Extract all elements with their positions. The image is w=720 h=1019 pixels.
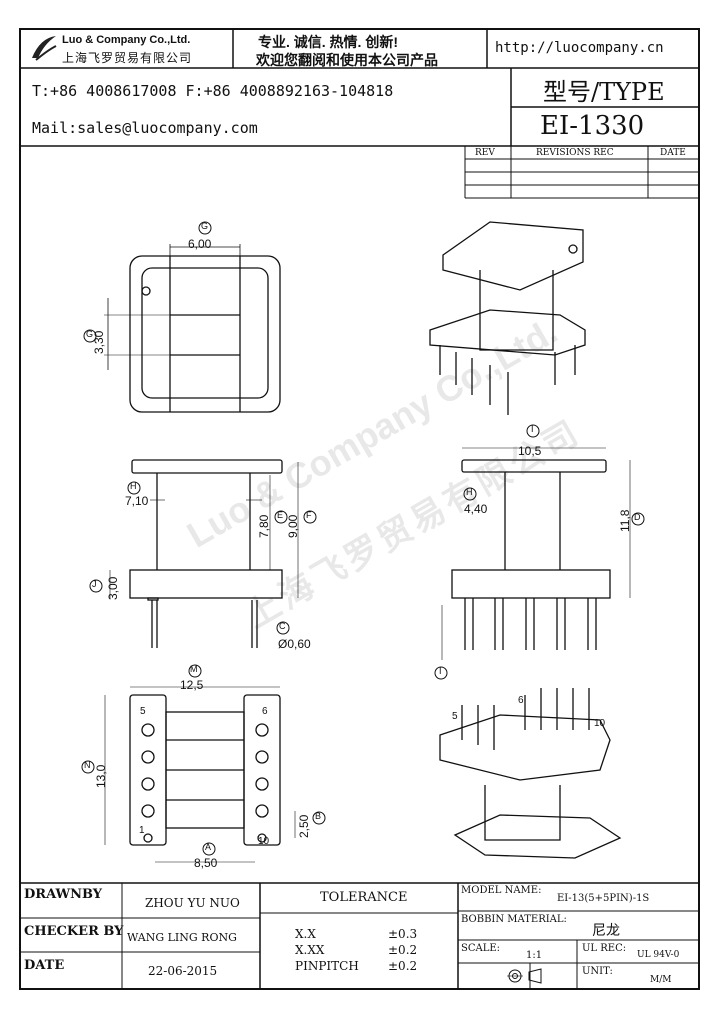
label-circle-d (631, 512, 645, 526)
dim-side-h1: 7,80 (257, 514, 271, 538)
label-n: N (84, 760, 91, 770)
tol-xx-value: ±0.3 (388, 927, 418, 941)
phone-fax: T:+86 4008617008 F:+86 4008892163-104818 (32, 82, 394, 100)
dim-top-height: 3,30 (92, 330, 106, 354)
iso-pin-label-5: 5 (452, 711, 458, 722)
label-circle-g-top (198, 221, 212, 235)
label-i: I (531, 424, 534, 434)
date-value: 22-06-2015 (148, 964, 218, 978)
slogan-line2: 欢迎您翻阅和使用本公司产品 (256, 52, 438, 68)
label-g-side: G (86, 329, 94, 339)
label-circle-i (526, 424, 540, 438)
side-view (109, 459, 299, 648)
bobbin-material-value: 尼龙 (592, 922, 620, 938)
label-circle-n (81, 760, 95, 774)
isometric-top-view (429, 221, 586, 415)
company-name-en: Luo & Company Co.,Ltd. (62, 34, 191, 46)
label-circle-m (188, 664, 202, 678)
dim-bottom-height: 13,0 (94, 764, 108, 788)
label-i-pin: I (439, 666, 442, 676)
label-circle-b (312, 811, 326, 825)
pin-label-1: 1 (139, 825, 145, 836)
email-address[interactable]: Mail:sales@luocompany.com (32, 119, 258, 137)
website-link[interactable]: http://luocompany.cn (495, 40, 664, 56)
ul-rec-value: UL 94V-0 (637, 950, 680, 960)
label-circle-c (276, 621, 290, 635)
model-number: EI-1330 (540, 111, 645, 141)
dim-front-height: 11,8 (618, 509, 632, 532)
drawnby-label: DRAWNBY (24, 887, 103, 902)
label-circle-e (274, 510, 288, 524)
company-logo-icon (32, 36, 57, 61)
label-h: H (130, 481, 137, 491)
label-circle-i-pin (434, 666, 448, 680)
top-view (104, 244, 281, 413)
dim-front-width: 10,5 (518, 444, 542, 458)
label-circle-a (202, 842, 216, 856)
rev-col-header: REV (475, 148, 495, 158)
label-j: J (92, 579, 97, 589)
label-d: D (634, 512, 641, 522)
revisions-col-header: REVISIONS REC (536, 148, 614, 158)
label-f: F (306, 510, 312, 520)
label-circle-f (303, 510, 317, 524)
dim-pin-dia: Ø0,60 (278, 637, 311, 651)
dim-bottom-base: 8,50 (194, 856, 218, 870)
label-e: E (277, 510, 284, 520)
dim-side-inner: 7,10 (125, 494, 149, 508)
isometric-bottom-view (439, 688, 622, 859)
iso-pin-label-6: 6 (518, 695, 524, 706)
label-circle-g-side (83, 329, 97, 343)
dim-top-width: 6,00 (188, 237, 212, 251)
ul-rec-label: UL REC: (582, 943, 627, 954)
front-view (441, 447, 631, 660)
label-c: C (279, 621, 286, 631)
date-col-header: DATE (660, 148, 686, 158)
scale-value: 1:1 (526, 950, 543, 961)
dim-front-inner: 4,40 (464, 502, 488, 516)
drawnby-value: ZHOU YU NUO (145, 896, 240, 910)
dim-bottom-width: 12,5 (180, 678, 204, 692)
label-h-front: H (466, 487, 473, 497)
bottom-view (104, 686, 296, 863)
tol-pin-value: ±0.2 (388, 959, 418, 973)
type-label: 型号/TYPE (543, 78, 665, 106)
checker-value: WANG LING RONG (127, 931, 237, 944)
unit-value: M/M (650, 975, 672, 985)
tol-xxx-label: X.XX (295, 943, 325, 957)
iso-pin-label-10: 10 (594, 718, 606, 729)
pin-label-10: 10 (258, 836, 270, 847)
tolerance-label: TOLERANCE (320, 890, 408, 905)
slogan-line1: 专业. 诚信. 热情. 创新! (258, 34, 398, 50)
label-circle-j (89, 579, 103, 593)
dim-pin-pitch: 2,50 (297, 814, 311, 838)
company-name-cn: 上海飞罗贸易有限公司 (62, 51, 193, 65)
projection-symbol-icon (507, 968, 542, 984)
model-name-label: MODEL NAME: (461, 885, 542, 896)
label-m: M (190, 664, 198, 674)
dim-side-base: 3,00 (106, 576, 120, 600)
pin-label-6: 6 (262, 706, 268, 717)
unit-label: UNIT: (582, 966, 613, 977)
label-circle-h (127, 481, 141, 495)
pin-label-5: 5 (140, 706, 146, 717)
date-label: DATE (24, 958, 65, 973)
tol-pin-label: PINPITCH (295, 959, 359, 973)
label-b: B (315, 811, 322, 821)
model-name-value: EI-13(5+5PIN)-1S (557, 893, 650, 904)
checker-label: CHECKER BY (24, 924, 124, 939)
label-g-top: G (201, 221, 209, 231)
label-circle-h-front (463, 487, 477, 501)
tol-xx-label: X.X (295, 927, 316, 941)
tol-xxx-value: ±0.2 (388, 943, 418, 957)
bobbin-material-label: BOBBIN MATERIAL: (461, 914, 567, 925)
scale-label: SCALE: (461, 943, 501, 954)
dim-side-h2: 9,00 (286, 514, 300, 538)
label-a: A (205, 842, 212, 852)
